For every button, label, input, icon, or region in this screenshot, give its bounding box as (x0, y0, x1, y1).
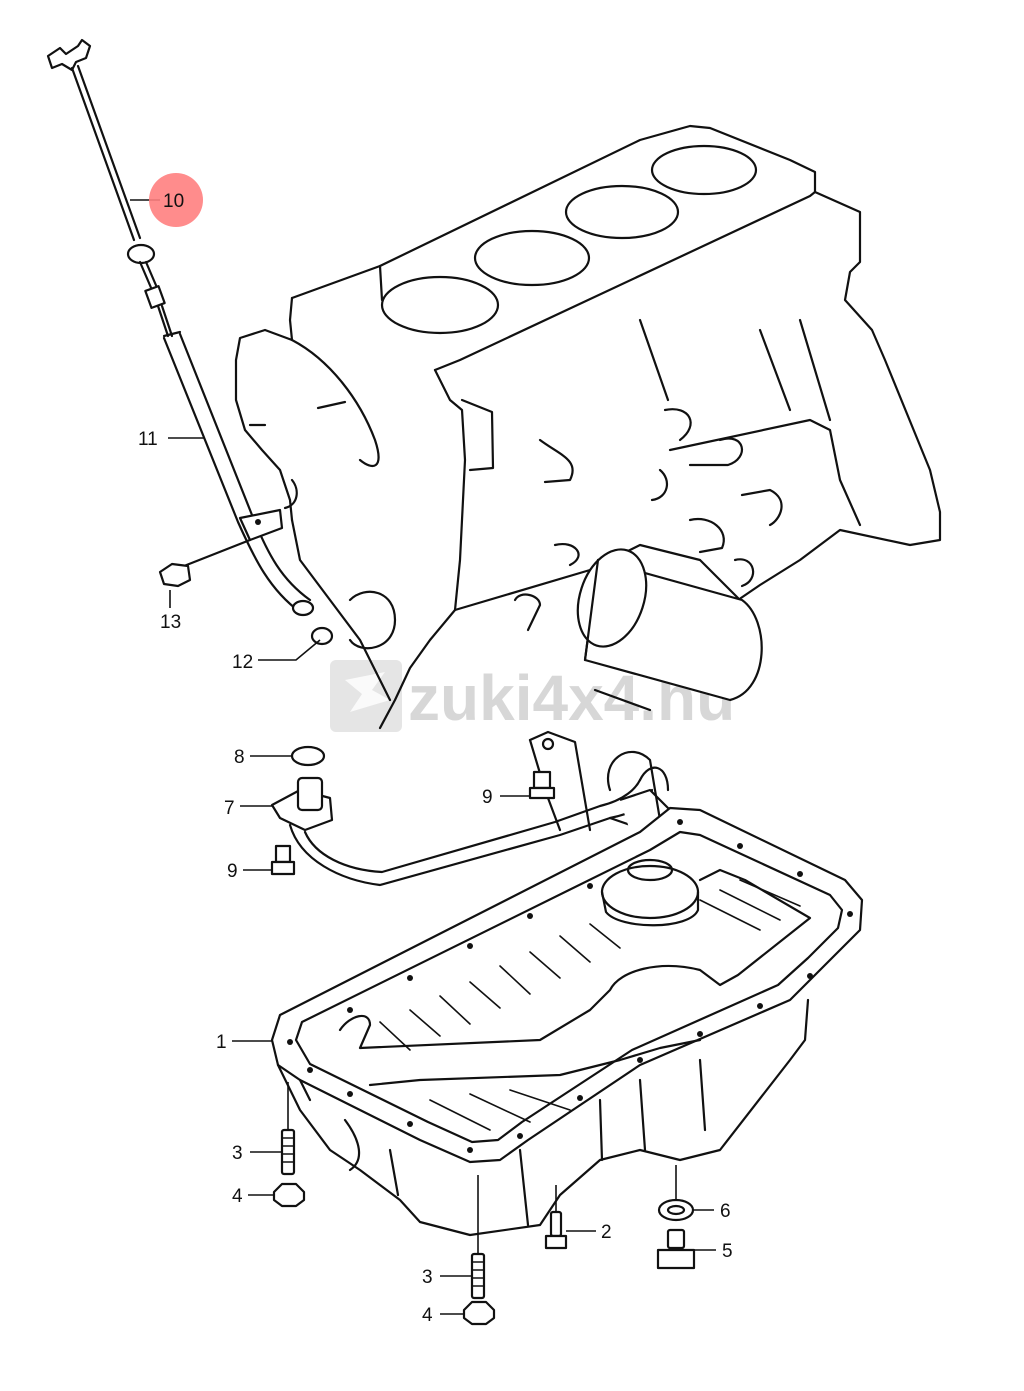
bolt-13 (158, 538, 252, 588)
drain-plug-gasket (657, 1198, 695, 1222)
callout-8: 8 (234, 747, 245, 768)
callout-7: 7 (224, 798, 235, 819)
highlight-marker (149, 173, 203, 227)
callout-2: 2 (601, 1222, 612, 1243)
drain-plug (656, 1228, 696, 1270)
oil-pan (270, 806, 864, 1237)
callout-9-upper: 9 (482, 787, 493, 808)
dipstick (46, 38, 174, 338)
callout-4-bottom: 4 (422, 1305, 433, 1326)
callout-11: 11 (138, 429, 158, 450)
callout-1: 1 (216, 1032, 227, 1053)
oil-filter (576, 548, 763, 702)
callout-10: 10 (163, 191, 184, 212)
callout-9-lower: 9 (227, 861, 238, 882)
callout-3-left: 3 (232, 1143, 243, 1164)
dipstick-guide-tube (162, 330, 315, 617)
stud-3-left (280, 1128, 296, 1176)
callout-12: 12 (232, 652, 253, 673)
bolt-2 (544, 1210, 568, 1250)
bolt-9-upper (528, 770, 556, 800)
engine-block (234, 124, 942, 730)
leader-lines (130, 199, 716, 1315)
callout-6: 6 (720, 1201, 731, 1222)
nut-4-left (272, 1182, 306, 1208)
callout-4-left: 4 (232, 1186, 243, 1207)
callout-13: 13 (160, 612, 181, 633)
callout-3-bottom: 3 (422, 1267, 433, 1288)
stud-3-bottom (470, 1252, 486, 1300)
bolt-9-lower (270, 844, 296, 876)
callout-5: 5 (722, 1241, 733, 1262)
callout-labels: 10 11 13 12 8 7 9 9 1 3 4 2 6 5 3 4 (138, 191, 733, 1326)
o-ring-strainer (290, 745, 326, 767)
nut-4-bottom (462, 1300, 496, 1326)
o-ring-dipstick (310, 626, 334, 646)
